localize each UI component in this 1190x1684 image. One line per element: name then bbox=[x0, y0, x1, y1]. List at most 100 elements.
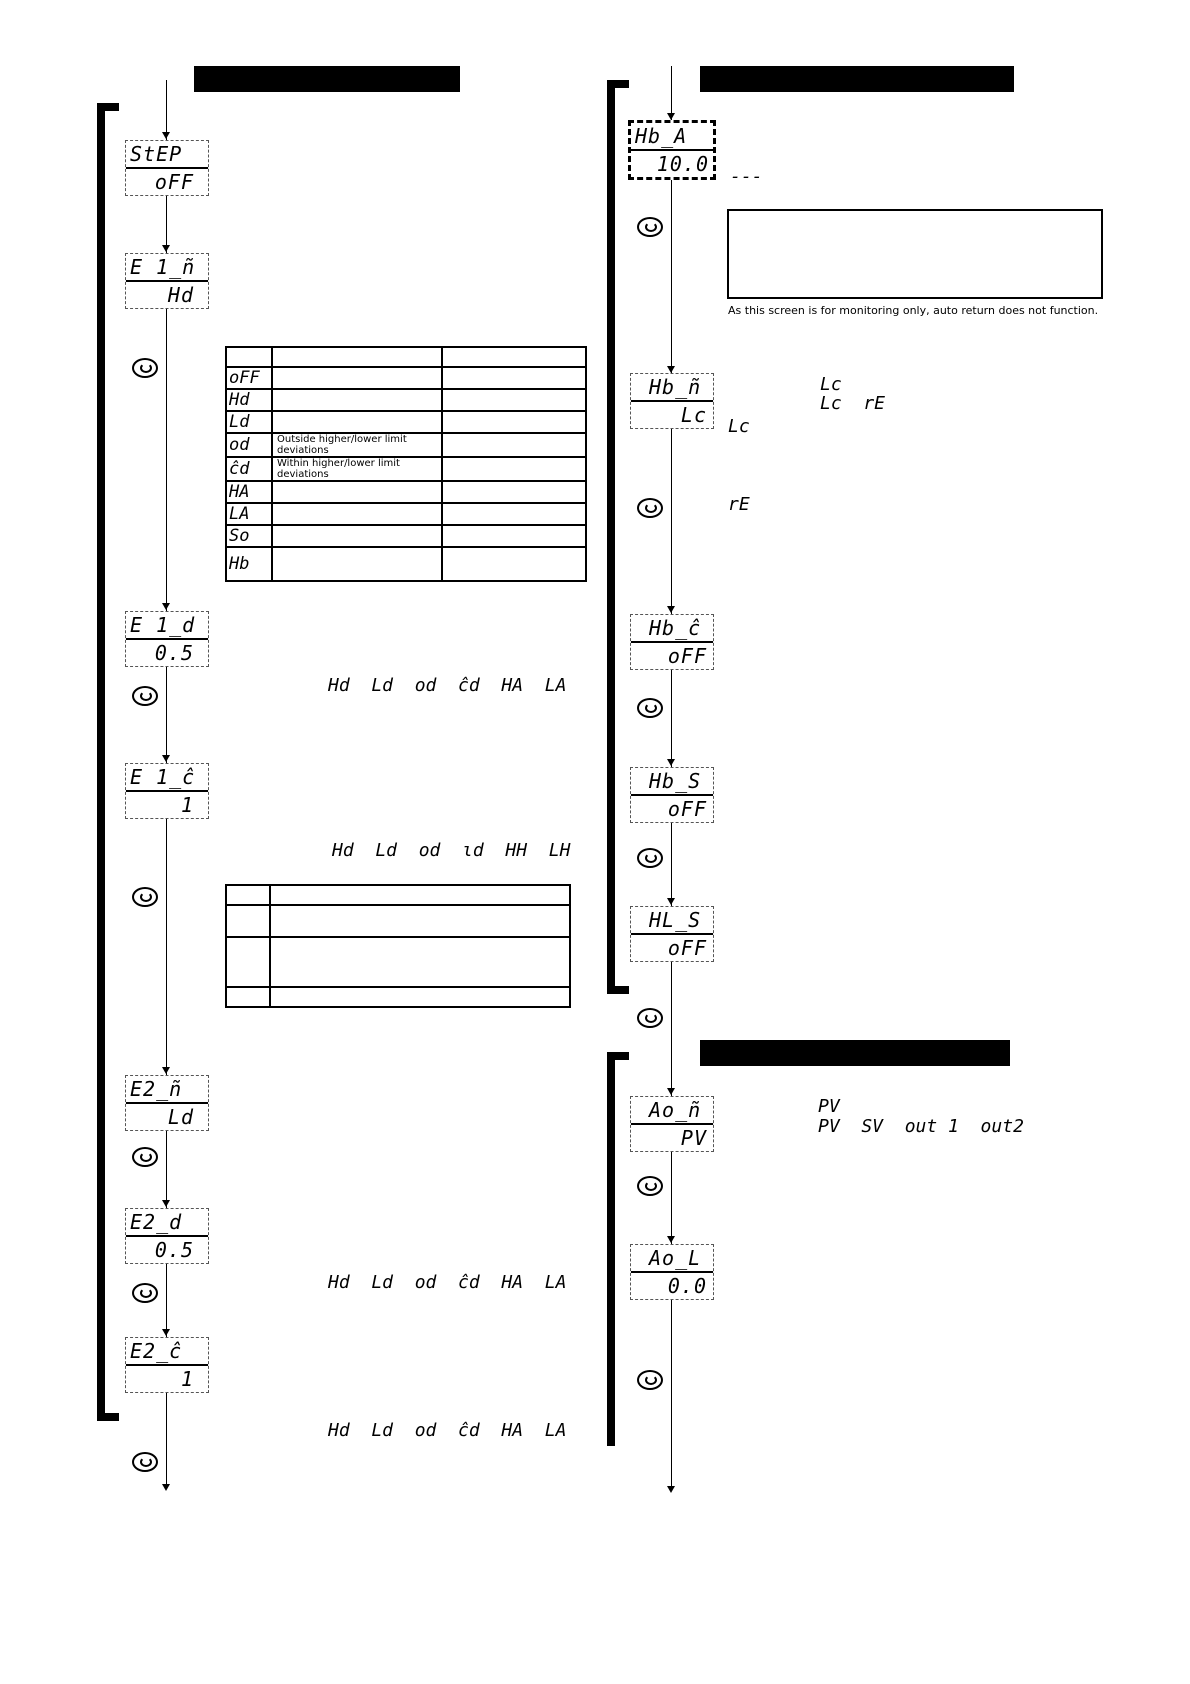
section-bracket-right-top bbox=[607, 80, 629, 994]
lcd-param-value: 0.0 bbox=[667, 1274, 707, 1298]
lcd-param-name: E 1_d bbox=[126, 612, 208, 640]
table-row: Ld bbox=[225, 410, 587, 434]
hb-mode-option: Lc bbox=[820, 374, 842, 395]
lcd-display-e2-mode[interactable]: E2_ñ Ld bbox=[125, 1075, 209, 1131]
lcd-param-value: Lc bbox=[680, 403, 707, 427]
alarm-type-list: Hd Ld od ɩd HH LH bbox=[332, 840, 571, 861]
lcd-display-ao-mode[interactable]: Ao_ñ PV bbox=[630, 1096, 714, 1152]
table-row: Hd bbox=[225, 388, 587, 412]
table-cell bbox=[225, 986, 271, 1008]
table-cell bbox=[225, 346, 273, 368]
table-desc-cell bbox=[271, 366, 443, 390]
table-code-cell: LA bbox=[225, 502, 273, 526]
lcd-param-name: E 1_ñ bbox=[126, 254, 208, 282]
table-desc-cell bbox=[271, 546, 443, 582]
table-cell bbox=[441, 432, 587, 458]
flow-arrow bbox=[162, 755, 170, 762]
alarm-type-list: Hd Ld od ĉd HA LA bbox=[328, 1272, 567, 1293]
table-row bbox=[225, 884, 571, 906]
mode-key-icon[interactable] bbox=[132, 358, 158, 378]
flow-arrow bbox=[667, 759, 675, 766]
lcd-display-hb-set[interactable]: Hb_S oFF bbox=[630, 767, 714, 823]
lcd-display-hl-set[interactable]: HL_S oFF bbox=[630, 906, 714, 962]
mode-key-icon[interactable] bbox=[637, 1370, 663, 1390]
lcd-display-ao-low[interactable]: Ao_L 0.0 bbox=[630, 1244, 714, 1300]
flow-arrow bbox=[162, 1329, 170, 1336]
mode-key-icon[interactable] bbox=[637, 698, 663, 718]
lcd-display-hb-mode[interactable]: Hb_ñ Lc bbox=[630, 373, 714, 429]
lcd-param-value: 1 bbox=[180, 793, 194, 817]
lcd-param-name: E 1_ĉ bbox=[126, 764, 208, 792]
section-header-bar-right-top bbox=[700, 66, 1014, 92]
flow-arrow bbox=[162, 1067, 170, 1074]
lcd-param-name: Ao_L bbox=[631, 1245, 713, 1273]
table-desc-cell bbox=[271, 410, 443, 434]
table-code-cell: od bbox=[225, 432, 273, 458]
table-cell bbox=[441, 346, 587, 368]
mode-key-icon[interactable] bbox=[637, 1008, 663, 1028]
lcd-param-name: Hb_S bbox=[631, 768, 713, 796]
flow-arrow bbox=[667, 113, 675, 120]
lcd-param-name: E2_ñ bbox=[126, 1076, 208, 1104]
flow-arrow bbox=[667, 606, 675, 613]
section-bracket-left bbox=[97, 103, 119, 1421]
ao-mode-options: PV SV out 1 out2 bbox=[818, 1116, 1024, 1137]
table-cell bbox=[225, 884, 271, 906]
alarm-type-list: Hd Ld od ĉd HA LA bbox=[328, 675, 567, 696]
table-desc-cell: Within higher/lower limit deviations bbox=[271, 456, 443, 482]
lcd-param-value: Ld bbox=[167, 1105, 194, 1129]
table-row bbox=[225, 346, 587, 368]
mode-key-icon[interactable] bbox=[637, 217, 663, 237]
lcd-param-value: 10.0 bbox=[656, 152, 709, 176]
flow-arrow bbox=[162, 1200, 170, 1207]
lcd-display-e1-mode[interactable]: E 1_ñ Hd bbox=[125, 253, 209, 309]
lcd-param-value: Hd bbox=[167, 283, 194, 307]
mode-key-icon[interactable] bbox=[132, 1147, 158, 1167]
table-cell bbox=[441, 502, 587, 526]
lcd-display-e1-differential[interactable]: E 1_d 0.5 bbox=[125, 611, 209, 667]
lcd-param-value: oFF bbox=[667, 797, 707, 821]
lcd-display-step[interactable]: StEP oFF bbox=[125, 140, 209, 196]
table-cell bbox=[269, 936, 571, 988]
table-row bbox=[225, 986, 571, 1008]
lcd-display-hb-count[interactable]: Hb_ĉ oFF bbox=[630, 614, 714, 670]
table-desc-cell bbox=[271, 502, 443, 526]
mode-key-icon[interactable] bbox=[637, 498, 663, 518]
lcd-display-e2-count[interactable]: E2_ĉ 1 bbox=[125, 1337, 209, 1393]
lcd-param-name: Hb_ĉ bbox=[631, 615, 713, 643]
flow-arrow bbox=[667, 1088, 675, 1095]
table-cell bbox=[441, 524, 587, 548]
table-cell bbox=[269, 884, 571, 906]
table-code-cell: So bbox=[225, 524, 273, 548]
mode-key-icon[interactable] bbox=[637, 848, 663, 868]
mode-key-icon[interactable] bbox=[132, 686, 158, 706]
hb-mode-option: Lc bbox=[728, 416, 750, 437]
lcd-param-value: oFF bbox=[667, 644, 707, 668]
mode-key-icon[interactable] bbox=[637, 1176, 663, 1196]
info-box bbox=[727, 209, 1103, 299]
mode-key-icon[interactable] bbox=[132, 1452, 158, 1472]
lcd-param-value: oFF bbox=[667, 936, 707, 960]
table-row: HA bbox=[225, 480, 587, 504]
lcd-display-e2-differential[interactable]: E2_d 0.5 bbox=[125, 1208, 209, 1264]
lcd-param-value: 0.5 bbox=[154, 641, 194, 665]
table-cell bbox=[269, 904, 571, 938]
table-cell bbox=[225, 904, 271, 938]
mode-key-icon[interactable] bbox=[132, 887, 158, 907]
table-cell bbox=[441, 366, 587, 390]
alarm-type-list: Hd Ld od ĉd HA LA bbox=[328, 1420, 567, 1441]
lcd-display-heater-current[interactable]: Hb_A 10.0 bbox=[628, 120, 716, 180]
table-desc-cell bbox=[271, 388, 443, 412]
table-code-cell: Ld bbox=[225, 410, 273, 434]
table-cell bbox=[441, 456, 587, 482]
lcd-param-name: Hb_ñ bbox=[631, 374, 713, 402]
hb-mode-options: Lc rE bbox=[820, 393, 886, 414]
table-desc-cell: Outside higher/lower limit deviations bbox=[271, 432, 443, 458]
mode-key-icon[interactable] bbox=[132, 1283, 158, 1303]
lcd-display-e1-count[interactable]: E 1_ĉ 1 bbox=[125, 763, 209, 819]
section-header-bar-right-bottom bbox=[700, 1040, 1010, 1066]
flow-arrow bbox=[162, 132, 170, 139]
flow-arrow-end bbox=[667, 1486, 675, 1493]
